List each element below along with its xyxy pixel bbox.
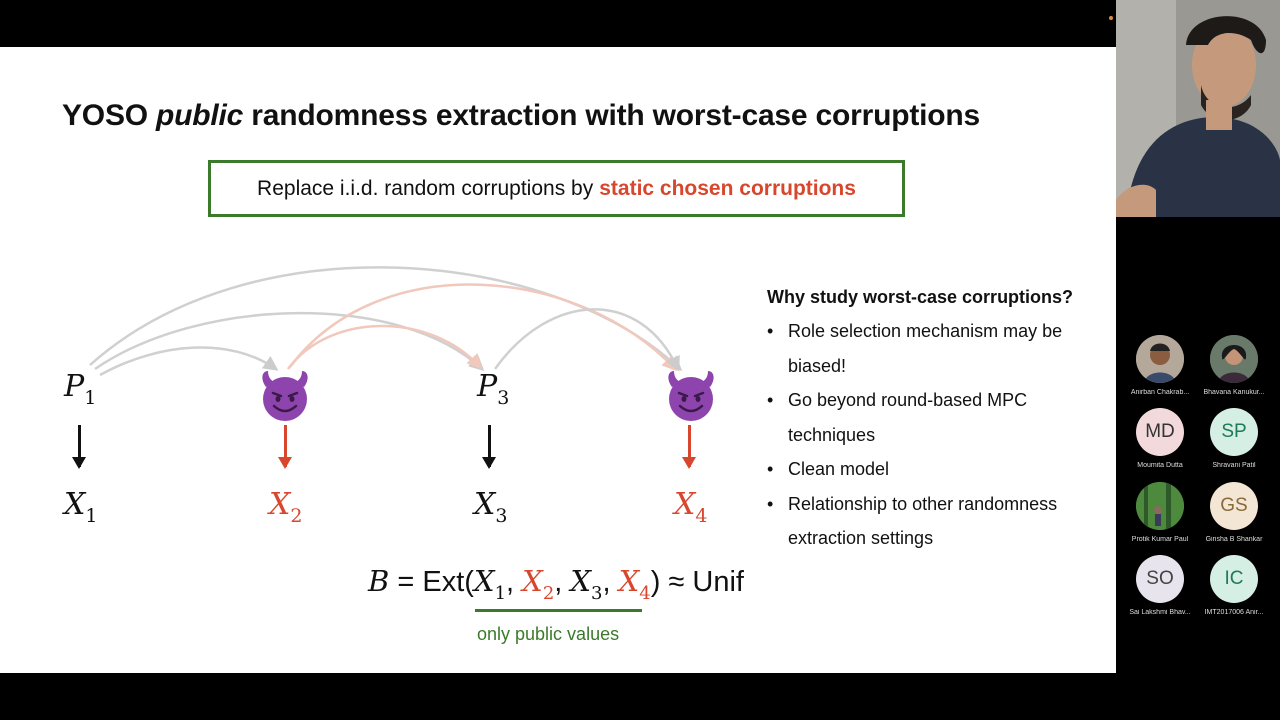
output-x3: X3	[474, 487, 508, 527]
down-arrow-icon	[482, 425, 496, 469]
participant-tile[interactable]: IC IMT2017006 Anir...	[1194, 555, 1274, 616]
avatar: SO	[1136, 555, 1184, 603]
arc-p3-x4	[493, 308, 680, 372]
why-list: Role selection mechanism may be biased! …	[767, 314, 1112, 556]
participant-tile[interactable]: Bhavana Kanukur...	[1194, 335, 1274, 396]
why-title: Why study worst-case corruptions?	[767, 287, 1074, 307]
participant-tile[interactable]: Anirban Chakrab...	[1120, 335, 1200, 396]
participant-tile[interactable]: SO Sai Lakshmi Bhav...	[1120, 555, 1200, 616]
avatar	[1210, 335, 1258, 383]
down-arrow-icon	[72, 425, 86, 469]
list-item: Role selection mechanism may be biased!	[767, 314, 1112, 383]
devil-icon	[668, 371, 714, 421]
avatar	[1136, 482, 1184, 530]
participant-tile[interactable]: GS Girisha B Shankar	[1194, 482, 1274, 543]
participant-tile[interactable]: Protik Kumar Paul	[1120, 482, 1200, 543]
arc-p1-x2	[99, 346, 279, 377]
arc-p1-x4	[89, 266, 683, 372]
participant-tile[interactable]: MD Moumita Dutta	[1120, 408, 1200, 469]
arc-x2-x4	[289, 283, 678, 372]
participant-name: Anirban Chakrab...	[1130, 389, 1190, 396]
output-x4: X4	[674, 487, 708, 527]
avatar: MD	[1136, 408, 1184, 456]
avatar: GS	[1210, 482, 1258, 530]
down-arrow-icon	[682, 425, 696, 469]
participant-photo	[1210, 335, 1258, 383]
why-section: Why study worst-case corruptions? Role s…	[767, 287, 1112, 556]
participant-photo	[1136, 335, 1184, 383]
list-item: Go beyond round-based MPC techniques	[767, 383, 1112, 452]
speaker-video[interactable]	[1116, 0, 1280, 217]
avatar: SP	[1210, 408, 1258, 456]
party-p3: P3	[477, 369, 510, 409]
speaker-video-frame	[1116, 0, 1280, 217]
participant-tile[interactable]: SP Shravani Patil	[1194, 408, 1274, 469]
output-x2: X2	[269, 487, 303, 527]
participant-name: Sai Lakshmi Bhav...	[1129, 609, 1191, 616]
avatar: IC	[1210, 555, 1258, 603]
participant-name: Bhavana Kanukur...	[1203, 389, 1265, 396]
banner-text: Replace i.i.d. random corruptions by	[257, 176, 594, 200]
list-item: Relationship to other randomness extract…	[767, 487, 1112, 556]
participant-name: Girisha B Shankar	[1205, 536, 1263, 543]
party-p1: P1	[64, 369, 97, 409]
arc-p1-p3	[94, 311, 485, 372]
participant-name: Protik Kumar Paul	[1131, 536, 1189, 543]
participant-photo	[1136, 482, 1184, 530]
shared-slide: YOSO public randomness extraction with w…	[0, 47, 1116, 673]
participant-name: IMT2017006 Anir...	[1204, 609, 1264, 616]
highlight-banner: Replace i.i.d. random corruptions by sta…	[208, 160, 905, 217]
down-arrow-icon	[278, 425, 292, 469]
public-values-underline	[475, 609, 642, 612]
public-values-label: only public values	[477, 624, 620, 644]
output-x1: X1	[64, 487, 98, 527]
extraction-formula: B = Ext(X1, X2, X3, X4) ≈ Unif	[368, 564, 744, 604]
participants-panel: Anirban Chakrab... Bhavana Kanukur... MD…	[1116, 0, 1280, 720]
recording-indicator	[1109, 16, 1113, 20]
arc-x2-p3	[286, 324, 483, 370]
avatar	[1136, 335, 1184, 383]
banner-highlight: static chosen corruptions	[599, 176, 856, 200]
participant-name: Shravani Patil	[1212, 462, 1256, 469]
devil-icon	[262, 371, 308, 421]
participant-name: Moumita Dutta	[1137, 462, 1183, 469]
slide-title: YOSO public randomness extraction with w…	[62, 99, 981, 132]
message-arcs	[89, 266, 683, 377]
list-item: Clean model	[767, 452, 1112, 487]
